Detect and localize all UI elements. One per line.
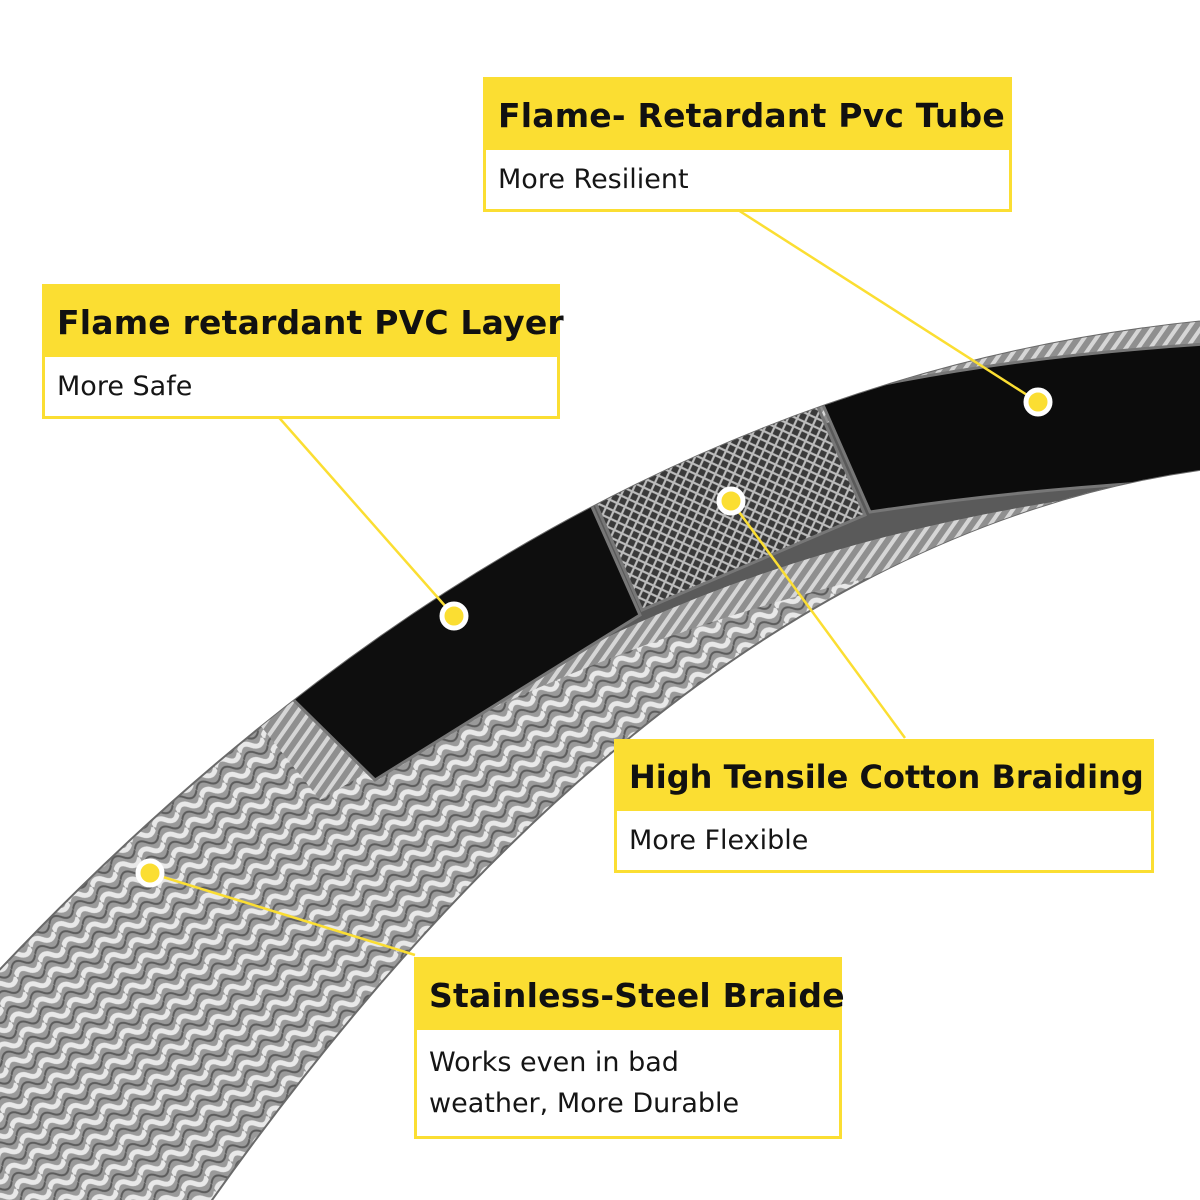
- callout-subtitle: More Flexible: [629, 825, 809, 856]
- callout-subtitle-line-2: weather, More Durable: [429, 1088, 740, 1119]
- callout-subtitle-line-1: Works even in bad: [429, 1047, 679, 1078]
- callout-cotton-braiding: High Tensile Cotton Braiding More Flexib…: [614, 739, 1154, 873]
- hose-cutaway: [240, 318, 1200, 800]
- marker-dot-steel-braid: [135, 858, 165, 888]
- callout-title: Stainless-Steel Braide: [417, 960, 845, 1030]
- callout-steel-braid: Stainless-Steel Braide Works even in bad…: [414, 957, 845, 1139]
- callout-pvc-tube: Flame- Retardant Pvc Tube More Resilient: [483, 77, 1012, 212]
- marker-dots: [135, 387, 1053, 888]
- callout-subtitle: More Resilient: [498, 164, 689, 195]
- marker-dot-pvc-tube: [1023, 387, 1053, 417]
- callout-title: Flame- Retardant Pvc Tube: [486, 80, 1009, 150]
- callout-title: High Tensile Cotton Braiding: [617, 742, 1151, 811]
- callout-subtitle: More Safe: [57, 371, 193, 402]
- callout-subtitle: Works even in bad weather, More Durable: [417, 1030, 839, 1136]
- pvc-tube-section: [817, 340, 1200, 514]
- marker-dot-pvc-layer: [439, 601, 469, 631]
- marker-dot-cotton-braiding: [716, 486, 746, 516]
- callout-pvc-layer: Flame retardant PVC Layer More Safe: [42, 284, 564, 419]
- callout-title: Flame retardant PVC Layer: [45, 287, 564, 357]
- leader-lines: [149, 208, 1039, 957]
